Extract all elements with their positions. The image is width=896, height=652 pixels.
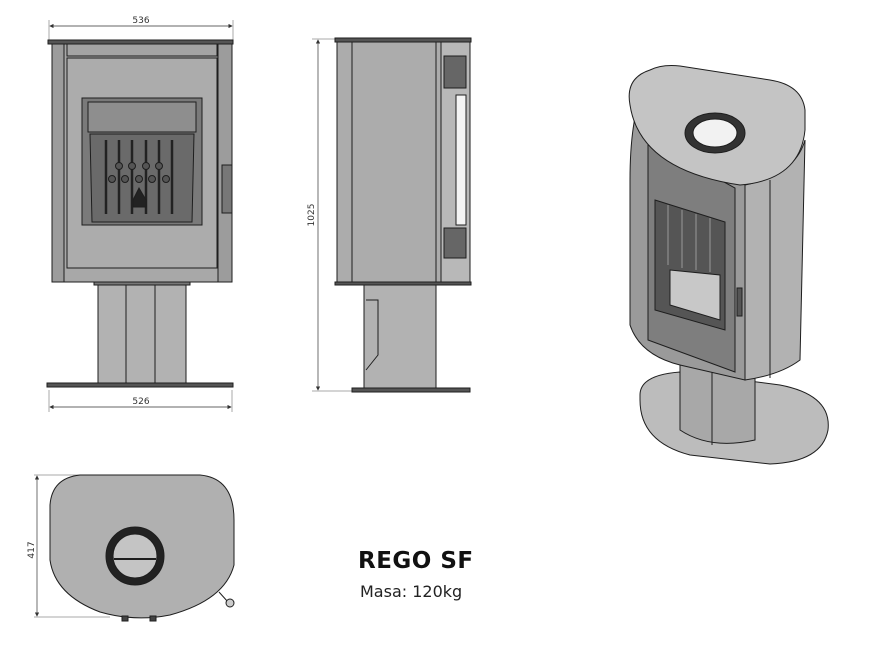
flame-logo-icon: [132, 186, 147, 208]
side-view: [312, 37, 472, 393]
product-mass: Masa: 120kg: [360, 582, 463, 601]
height-label: 1025: [307, 204, 317, 227]
front-view: [46, 20, 234, 412]
isometric-view: [628, 65, 829, 465]
product-title: REGO SF: [358, 548, 474, 574]
depth-label: 417: [27, 541, 37, 558]
base-width-label: 526: [132, 397, 149, 407]
top-width-label: 536: [132, 16, 149, 26]
top-view: [34, 474, 235, 622]
